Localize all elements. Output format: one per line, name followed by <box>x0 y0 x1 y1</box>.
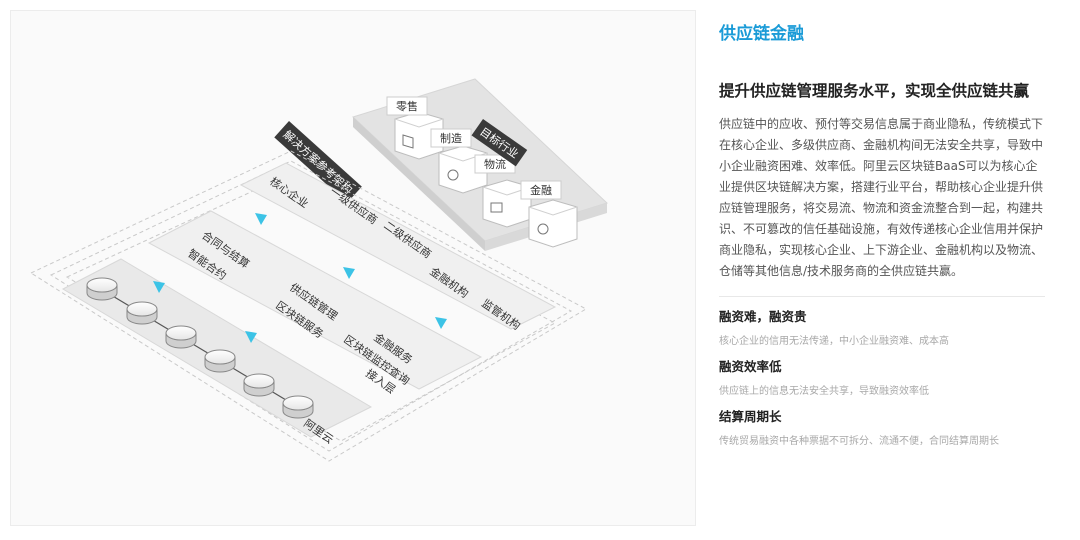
pain-point-desc: 供应链上的信息无法安全共享，导致融资效率低 <box>719 386 929 397</box>
layer-applications <box>147 210 483 390</box>
pain-points: 融资难，融资贵 核心企业的信用无法传递，中小企业融资难、成本高 融资效率低 供应… <box>719 307 1049 451</box>
node-cylinder <box>243 373 275 397</box>
arrow-icon <box>343 267 355 279</box>
arrow-icon <box>435 317 447 329</box>
node-cylinder <box>126 301 158 325</box>
section-title: 供应链金融 <box>719 24 804 44</box>
headline: 提升供应链管理服务水平，实现全供应链共赢 <box>719 82 1030 100</box>
divider <box>719 296 1045 297</box>
blockchain-nodes: 阿里云 <box>86 277 336 446</box>
layer-outlines <box>29 150 588 462</box>
pain-point-title: 融资难，融资贵 <box>719 309 807 324</box>
coin-icon <box>537 223 549 235</box>
layer-participants <box>239 162 557 330</box>
pain-point-item: 结算周期长 传统贸易融资中各种票据不可拆分、流通不便，合同结算周期长 <box>719 407 1049 451</box>
description: 供应链中的应收、预付等交易信息属于商业隐私，传统模式下在核心企业、多级供应商、金… <box>719 117 1044 278</box>
architecture-diagram: 零售 制造 物流 金融 目标行业 <box>10 10 696 526</box>
node-cylinder <box>86 277 118 301</box>
pain-point-desc: 传统贸易融资中各种票据不可拆分、流通不便，合同结算周期长 <box>719 436 999 447</box>
truck-icon <box>490 202 503 213</box>
cart-icon <box>402 134 414 149</box>
gear-icon <box>447 169 459 181</box>
industry-finance: 金融 <box>520 180 578 248</box>
architecture-svg: 零售 制造 物流 金融 目标行业 <box>29 78 608 462</box>
flow-arrows <box>153 213 447 343</box>
pain-point-item: 融资难，融资贵 核心企业的信用无法传递，中小企业融资难、成本高 <box>719 307 1049 351</box>
node-cylinder <box>282 395 314 419</box>
pain-point-title: 结算周期长 <box>719 409 782 424</box>
arrow-icon <box>255 213 267 225</box>
pain-point-item: 融资效率低 供应链上的信息无法安全共享，导致融资效率低 <box>719 357 1049 401</box>
svg-text:制造: 制造 <box>440 131 462 145</box>
svg-text:金融: 金融 <box>530 183 552 197</box>
svg-text:零售: 零售 <box>396 99 418 113</box>
industry-logistics: 物流 <box>474 154 532 228</box>
node-cylinder <box>204 349 236 373</box>
info-panel: 供应链金融 提升供应链管理服务水平，实现全供应链共赢 供应链中的应收、预付等交易… <box>719 18 1049 451</box>
pain-point-desc: 核心企业的信用无法传递，中小企业融资难、成本高 <box>719 336 949 347</box>
pain-point-title: 融资效率低 <box>719 359 782 374</box>
svg-text:物流: 物流 <box>484 157 506 171</box>
arrow-icon <box>245 331 257 343</box>
node-cylinder <box>165 325 197 349</box>
industry-platform-edge <box>353 117 485 251</box>
arrow-icon <box>153 281 165 293</box>
